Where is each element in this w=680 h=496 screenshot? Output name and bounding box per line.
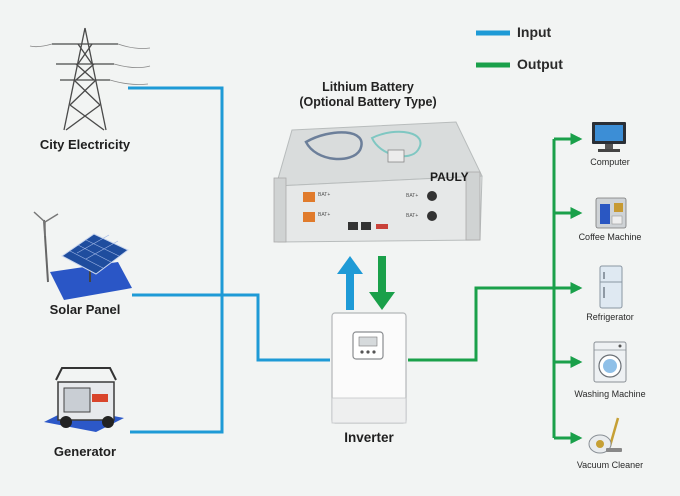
battery-title-line2: (Optional Battery Type): [299, 95, 437, 109]
computer-icon: [592, 122, 626, 152]
battery-title: Lithium Battery (Optional Battery Type): [268, 80, 468, 110]
city-line: [128, 86, 224, 434]
coffee-machine-label: Coffee Machine: [578, 232, 642, 242]
solar-panel-icon: [33, 211, 132, 300]
battery-terminal-label-right-top: BAT+: [406, 193, 419, 199]
battery-title-line1: Lithium Battery: [322, 80, 414, 94]
inverter-icon: [331, 312, 407, 424]
washing-machine-icon: [593, 341, 627, 383]
washing-machine-label: Washing Machine: [574, 389, 646, 399]
legend-input-label: Input: [517, 24, 552, 40]
solar-panel-label: Solar Panel: [49, 302, 121, 317]
input-lines: [128, 86, 330, 434]
city-electricity-label: City Electricity: [39, 137, 131, 152]
inverter-label: Inverter: [344, 430, 394, 445]
generator-icon: [44, 367, 124, 432]
coffee-machine-icon: [595, 197, 627, 229]
solar-line: [132, 293, 330, 362]
charge-arrow: [337, 256, 363, 310]
battery-terminal-label-left-top: BAT+: [318, 192, 331, 198]
output-lines: [408, 133, 583, 444]
discharge-arrow: [369, 256, 395, 310]
battery-brand-label: PAULY: [430, 170, 469, 184]
generator-label: Generator: [53, 444, 117, 459]
refrigerator-label: Refrigerator: [586, 312, 634, 322]
vacuum-cleaner-icon: [588, 417, 622, 454]
transmission-tower-icon: [29, 27, 151, 131]
computer-label: Computer: [590, 157, 630, 167]
lithium-battery-icon: [273, 121, 483, 243]
inverter-out-line: [408, 286, 575, 362]
battery-terminal-label-right-bottom: BAT+: [406, 213, 419, 219]
battery-terminal-label-left-bottom: BAT+: [318, 212, 331, 218]
legend-output-label: Output: [517, 56, 563, 72]
refrigerator-icon: [599, 265, 623, 309]
vacuum-cleaner-label: Vacuum Cleaner: [576, 460, 644, 470]
